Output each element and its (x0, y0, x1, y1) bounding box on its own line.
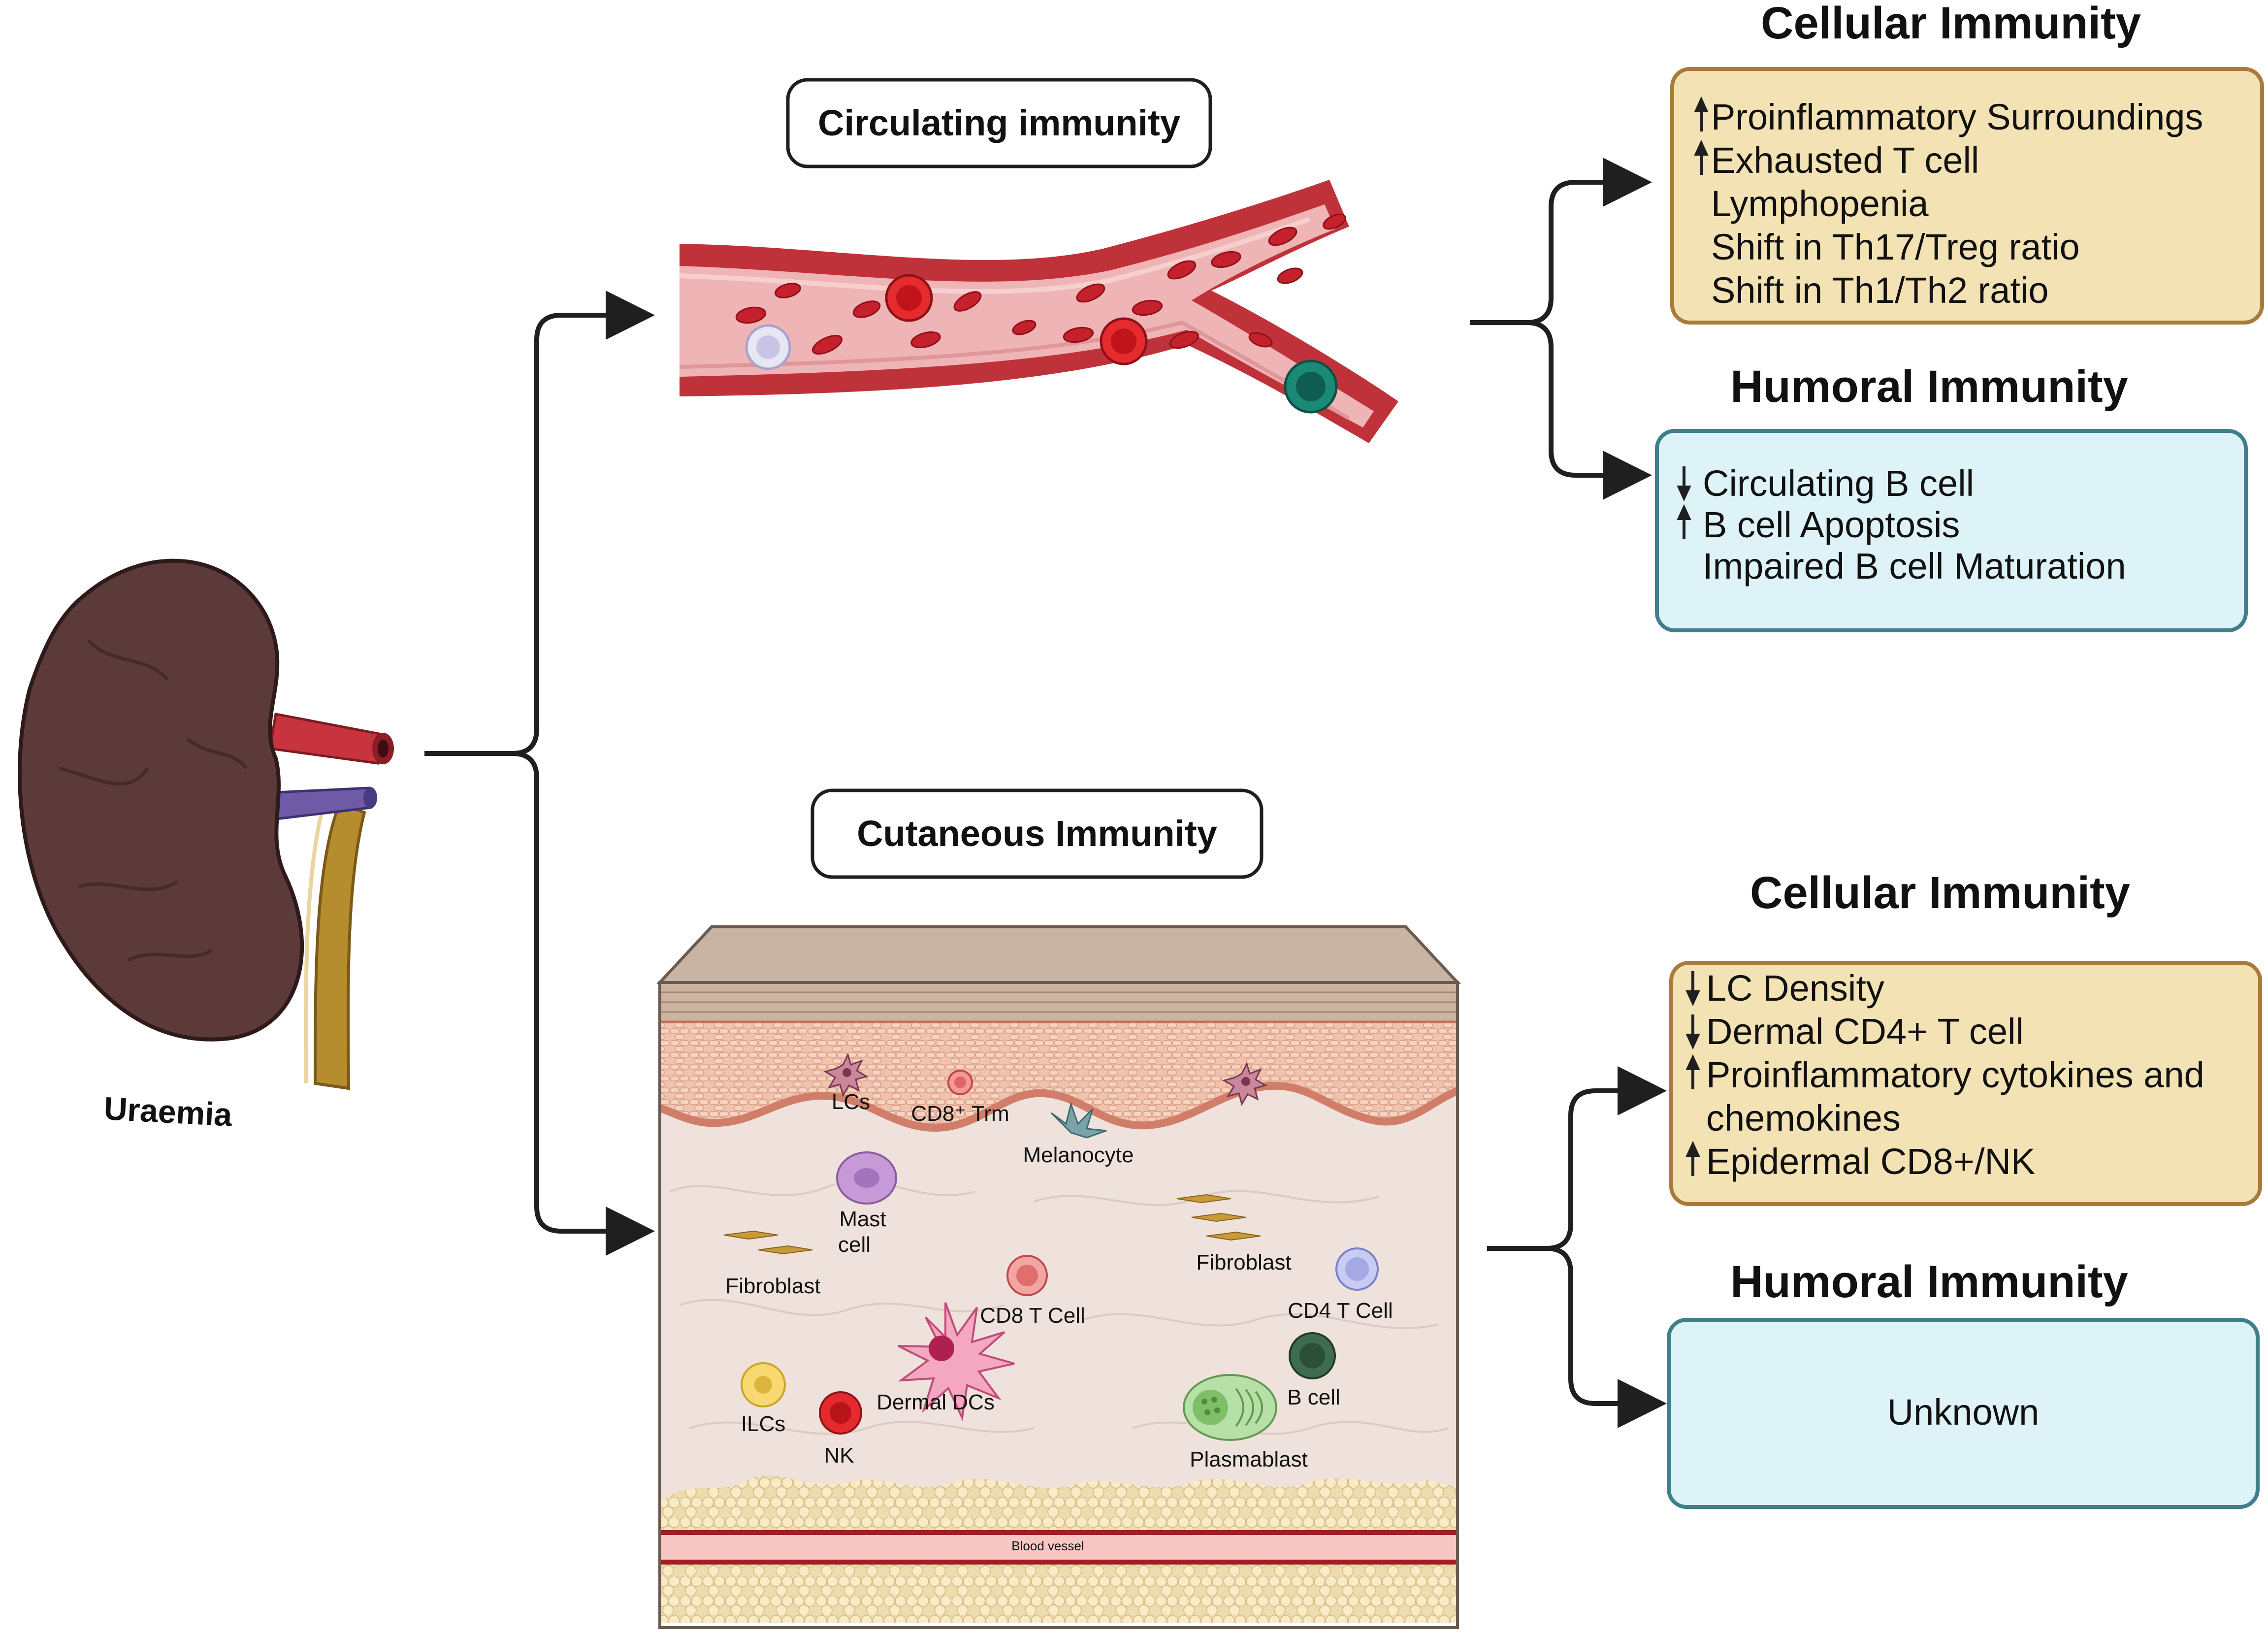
dermal-dc-cell (898, 1302, 1015, 1421)
cd8-trm-cell (947, 1070, 973, 1095)
skin-cross-section: LCs CD8⁺ Trm Melanocyte Mast cell Fibrob… (656, 925, 1461, 1629)
cut-cellular-heading: Cellular Immunity (1750, 868, 2130, 918)
lc-cell-1 (823, 1052, 869, 1097)
cutaneous-branch-connector (1487, 1066, 1667, 1428)
b-cell (1289, 1332, 1336, 1379)
increase-arrow-icon (1685, 1054, 1700, 1089)
uraemia-label: Uraemia (103, 1090, 233, 1133)
fibroblast-right (1176, 1194, 1261, 1241)
cd8-t-cell-label: CD8 T Cell (980, 1304, 1085, 1328)
mast-label-line2: cell (838, 1233, 871, 1257)
box-list-item: B cell Apoptosis (1703, 504, 1960, 545)
increase-arrow-icon (1685, 1141, 1700, 1176)
cd4-t-cell (1335, 1247, 1379, 1291)
cut-humoral-box: Unknown (1667, 1318, 2260, 1509)
blood-vessel-illustration (679, 180, 1398, 443)
circulating-title-pill: Circulating immunity (786, 78, 1212, 168)
nk-cell (819, 1391, 862, 1435)
box-list-item: Proinflammatory Surroundings (1711, 97, 2203, 137)
box-list-item: Circulating B cell (1703, 463, 1974, 504)
increase-arrow-icon (1694, 139, 1709, 175)
nk-label: NK (824, 1443, 854, 1468)
melanocyte-cell (1050, 1101, 1107, 1139)
left-branch-connector (424, 291, 655, 1256)
box-list-item: LC Density (1706, 968, 1884, 1009)
box-list-item: chemokines (1706, 1098, 1901, 1139)
cut-humoral-text: Unknown (1887, 1392, 2040, 1433)
box-list-item: Epidermal CD8+/NK (1706, 1141, 2035, 1182)
cd4-t-cell-label: CD4 T Cell (1288, 1299, 1393, 1323)
plasmablast-cell (1183, 1374, 1277, 1441)
blood-vessel-label: Blood vessel (1011, 1538, 1084, 1553)
cutaneous-title: Cutaneous Immunity (857, 813, 1217, 854)
b-cell-label: B cell (1287, 1385, 1340, 1409)
circ-humoral-heading: Humoral Immunity (1730, 361, 2128, 412)
circ-cellular-heading: Cellular Immunity (1761, 0, 2141, 48)
kidney-illustration (18, 558, 394, 1090)
cd8-t-cell (1006, 1255, 1048, 1296)
circulating-title: Circulating immunity (818, 102, 1180, 143)
box-list-item: Exhausted T cell (1711, 140, 1979, 181)
box-list-item: Shift in Th17/Treg ratio (1711, 227, 2080, 267)
box-list-item: Lymphopenia (1711, 183, 1929, 224)
decrease-arrow-icon (1685, 971, 1700, 1007)
dermal-dcs-label: Dermal DCs (876, 1390, 995, 1414)
box-list-item: Dermal CD4+ T cell (1706, 1011, 2024, 1052)
increase-arrow-icon (1677, 504, 1691, 539)
plasmablast-label: Plasmablast (1190, 1447, 1308, 1471)
melanocyte-label: Melanocyte (1023, 1143, 1134, 1167)
fibroblast-left-label: Fibroblast (725, 1274, 820, 1298)
mast-cell (836, 1151, 897, 1205)
box-list-item: Proinflammatory cytokines and (1706, 1054, 2204, 1095)
decrease-arrow-icon (1677, 466, 1691, 502)
decrease-arrow-icon (1685, 1014, 1700, 1050)
ilc-cell (741, 1362, 786, 1407)
lcs-label: LCs (832, 1090, 870, 1114)
ilcs-label: ILCs (741, 1412, 785, 1436)
increase-arrow-icon (1694, 96, 1709, 131)
cutaneous-title-pill: Cutaneous Immunity (810, 788, 1264, 879)
renal-artery (268, 713, 381, 765)
fibroblast-right-label: Fibroblast (1196, 1250, 1291, 1274)
lc-cell-2 (1222, 1061, 1267, 1106)
mast-label-line1: Mast (839, 1207, 886, 1231)
circulating-branch-connector (1470, 158, 1652, 500)
box-list-item: Shift in Th1/Th2 ratio (1711, 270, 2049, 311)
fibroblast-left (723, 1230, 813, 1255)
box-list-item: Impaired B cell Maturation (1703, 546, 2126, 587)
cut-humoral-heading: Humoral Immunity (1730, 1257, 2128, 1307)
cd8-trm-label: CD8⁺ Trm (911, 1102, 1009, 1126)
